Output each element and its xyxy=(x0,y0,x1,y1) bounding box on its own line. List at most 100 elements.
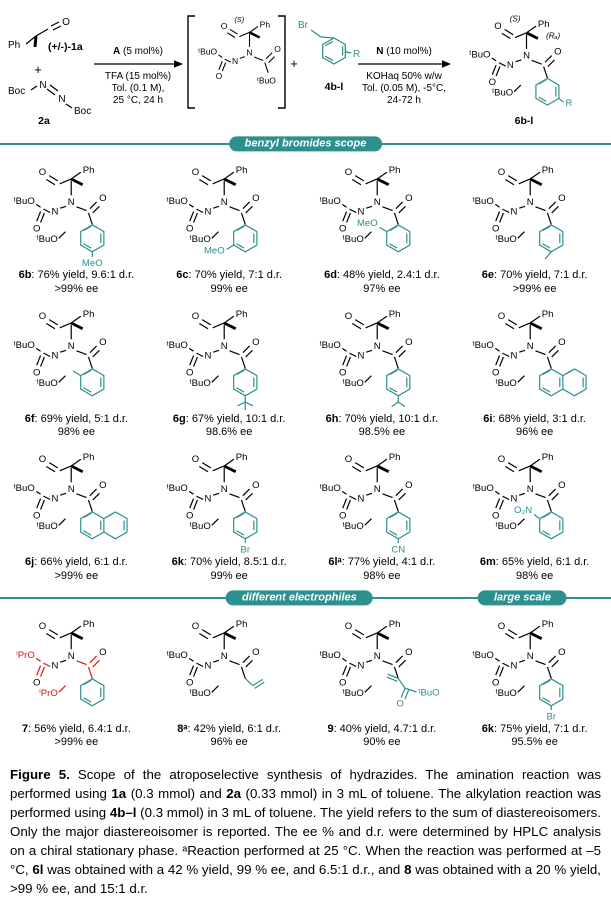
svg-text:ᵗBuO: ᵗBuO xyxy=(14,483,35,494)
svg-text:MeO: MeO xyxy=(357,218,378,229)
compound-ee: 99% ee xyxy=(210,282,248,295)
compound-cell-6i: ᵗBuO ᵗBuO 6i: 68% yield, 3:1 d.r. 96% ee xyxy=(463,300,607,444)
svg-text:O: O xyxy=(62,17,70,28)
reaction-arrow-2: N (10 mol%) KOHaq 50% w/w Tol. (0.05 M),… xyxy=(358,46,451,106)
svg-text:ᵗBuO: ᵗBuO xyxy=(342,234,363,245)
compound-label: 6m: 65% yield, 6:1 d.r. xyxy=(480,556,589,570)
bracket-right xyxy=(278,15,286,109)
caption-segment: Scope of the atroposelective synthesis o… xyxy=(10,767,601,801)
compound-id: 6h xyxy=(325,412,339,425)
banner-row-1: benzyl bromides scope xyxy=(0,135,611,153)
bracket-left xyxy=(187,15,195,109)
svg-text:ᵗBuO: ᵗBuO xyxy=(472,483,493,494)
compound-ee: 98.5% ee xyxy=(358,426,406,439)
svg-text:Boc: Boc xyxy=(74,106,91,117)
svg-text:ᵗBuO: ᵗBuO xyxy=(495,521,516,532)
svg-text:ᵗBuO: ᵗBuO xyxy=(342,378,363,389)
compound-ee: 90% ee xyxy=(363,736,401,749)
svg-text:ⁱPrO: ⁱPrO xyxy=(39,688,58,699)
compound-cell-6d: ᵗBuO ᵗBuO MeO 6d: 48% yield, 2.4:1 d.r. … xyxy=(310,156,454,300)
banner-different-electrophiles: different electrophiles xyxy=(226,589,373,606)
compound-id: 6m xyxy=(479,556,496,568)
compound-cell-6f: ᵗBuO ᵗBuO 6f: 69% yield, 5:1 d.r. 98% ee xyxy=(4,300,148,444)
compound-label: 6g: 67% yield, 10:1 d.r. xyxy=(173,413,286,427)
structure-4b-l: Br R 4b-l xyxy=(298,20,360,93)
banner-row-2: different electrophiles large scale xyxy=(0,589,611,607)
svg-text:N: N xyxy=(58,94,65,105)
structure-6b: ᵗBuO ᵗBuO MeO xyxy=(14,163,108,269)
compound-ee: >99% ee xyxy=(512,282,557,295)
banner-benzyl-bromides-scope: benzyl bromides scope xyxy=(228,136,383,152)
compound-ee: >99% ee xyxy=(54,736,99,749)
svg-text:Br: Br xyxy=(298,20,309,31)
compound-cell-6m: ᵗBuO ᵗBuO O₂N 6m: 65% yield, 6:1 d.r. 98… xyxy=(463,443,607,587)
svg-text:N: N xyxy=(39,80,46,91)
compound-label: 6f: 69% yield, 5:1 d.r. xyxy=(25,413,128,427)
structure-6g: ᵗBuO ᵗBuO xyxy=(167,307,261,410)
compound-grid: ᵗBuO ᵗBuO MeO 6b: 76% yield, 9.6:1 d.r. … xyxy=(0,156,611,587)
compound-id: 6lᵃ xyxy=(328,556,342,568)
compound-cell-6k: ᵗBuO ᵗBuO Br 6k: 70% yield, 8.5:1 d.r. 9… xyxy=(157,443,301,587)
compound-label: 7: 56% yield, 6.4:1 d.r. xyxy=(22,723,131,737)
conditions-1a: TFA (15 mol%) xyxy=(105,71,171,82)
compound-stats: : 68% yield, 3:1 d.r. xyxy=(492,412,586,425)
caption-segment: (0.3 mmol) in 3 mL of toluene. The yield… xyxy=(10,805,601,858)
compound-stats: : 70% yield, 7:1 d.r. xyxy=(493,269,588,281)
caption-segment: was obtained with a 20 % yield, >99 % ee… xyxy=(10,862,601,896)
svg-text:ᵗBuO: ᵗBuO xyxy=(342,521,363,532)
svg-text:ᵗBuO: ᵗBuO xyxy=(418,687,439,698)
svg-text:ᵗBuO: ᵗBuO xyxy=(342,688,363,699)
compound-id: 6e xyxy=(481,269,494,281)
compound-cell-6e: ᵗBuO ᵗBuO 6e: 70% yield, 7:1 d.r. >99% e… xyxy=(463,156,607,300)
structure-8: ᵗBuO ᵗBuO xyxy=(167,617,265,699)
svg-text:ᵗBuO: ᵗBuO xyxy=(198,47,217,57)
svg-text:O: O xyxy=(396,698,403,709)
structure-2a: Boc N N Boc 2a xyxy=(8,80,91,127)
conditions-2c: 24-72 h xyxy=(387,95,421,106)
compound-label: 6h: 70% yield, 10:1 d.r. xyxy=(326,413,439,427)
compound-id: 9 xyxy=(327,722,334,735)
catalyst-2: N (10 mol%) xyxy=(376,46,432,57)
compound-stats: : 77% yield, 4:1 d.r. xyxy=(341,556,436,568)
structure-9: ᵗBuO ᵗBuO O ᵗBuO xyxy=(319,617,440,709)
conditions-1c: 25 °C, 24 h xyxy=(113,95,163,106)
compound-label: 6k: 70% yield, 8.5:1 d.r. xyxy=(172,556,287,570)
svg-text:ᵗBuO: ᵗBuO xyxy=(190,378,211,389)
caption-segment: was obtained with a 42 % yield, 99 % ee,… xyxy=(43,862,405,877)
structure-intermediate: ᵗBuO ᵗBuO (S) xyxy=(198,15,282,85)
svg-text:ᵗBuO: ᵗBuO xyxy=(319,483,340,494)
compound-stats: : 48% yield, 2.4:1 d.r. xyxy=(336,269,440,281)
structure-6h: ᵗBuO ᵗBuO xyxy=(319,307,414,407)
compound-ee: 98% ee xyxy=(363,569,401,582)
compound-id: 6f xyxy=(24,412,35,425)
structure-6d: ᵗBuO ᵗBuO MeO xyxy=(319,163,414,253)
compound-label: 6d: 48% yield, 2.4:1 d.r. xyxy=(324,269,440,283)
compound-ee: 97% ee xyxy=(363,282,401,295)
compound-stats: : 75% yield, 7:1 d.r. xyxy=(493,722,588,735)
caption-segment: ᵃReaction performed at 25 °C. When the r… xyxy=(10,843,601,877)
compound-stats: : 56% yield, 6.4:1 d.r. xyxy=(28,722,131,735)
svg-text:ᵗBuO: ᵗBuO xyxy=(472,649,493,660)
compound-cell-9: ᵗBuO ᵗBuO O ᵗBuO 9: 40% yield, 4.7:1 d.r… xyxy=(310,610,454,754)
svg-text:ᵗBuO: ᵗBuO xyxy=(469,50,490,61)
compound-label: 6c: 70% yield, 7:1 d.r. xyxy=(176,269,282,283)
label-4b-l: 4b-l xyxy=(325,81,344,93)
compound-stats: : 76% yield, 9.6:1 d.r. xyxy=(31,269,135,281)
banner-large-scale: large scale xyxy=(477,589,567,606)
svg-text:(Rₐ): (Rₐ) xyxy=(546,32,560,41)
plus-sign: + xyxy=(290,56,298,71)
compound-id: 6c xyxy=(176,269,189,281)
compound-label: 9: 40% yield, 4.7:1 d.r. xyxy=(327,723,436,737)
svg-text:ᵗBuO: ᵗBuO xyxy=(257,75,276,85)
compound-id: 6i xyxy=(483,412,493,425)
compound-cell-6h: ᵗBuO ᵗBuO 6h: 70% yield, 10:1 d.r. 98.5%… xyxy=(310,300,454,444)
structure-6c: ᵗBuO ᵗBuO MeO xyxy=(167,163,261,257)
structure-6m: ᵗBuO ᵗBuO O₂N xyxy=(472,450,566,540)
compound-id: 7 xyxy=(21,722,29,735)
figure-caption: Figure 5. Scope of the atroposelective s… xyxy=(0,765,611,898)
compound-ee: 96% ee xyxy=(210,736,248,749)
svg-text:ᵗBuO: ᵗBuO xyxy=(492,88,513,99)
svg-text:Br: Br xyxy=(546,711,556,722)
compound-stats: : 65% yield, 6:1 d.r. xyxy=(495,556,590,568)
svg-text:ᵗBuO: ᵗBuO xyxy=(495,234,516,245)
